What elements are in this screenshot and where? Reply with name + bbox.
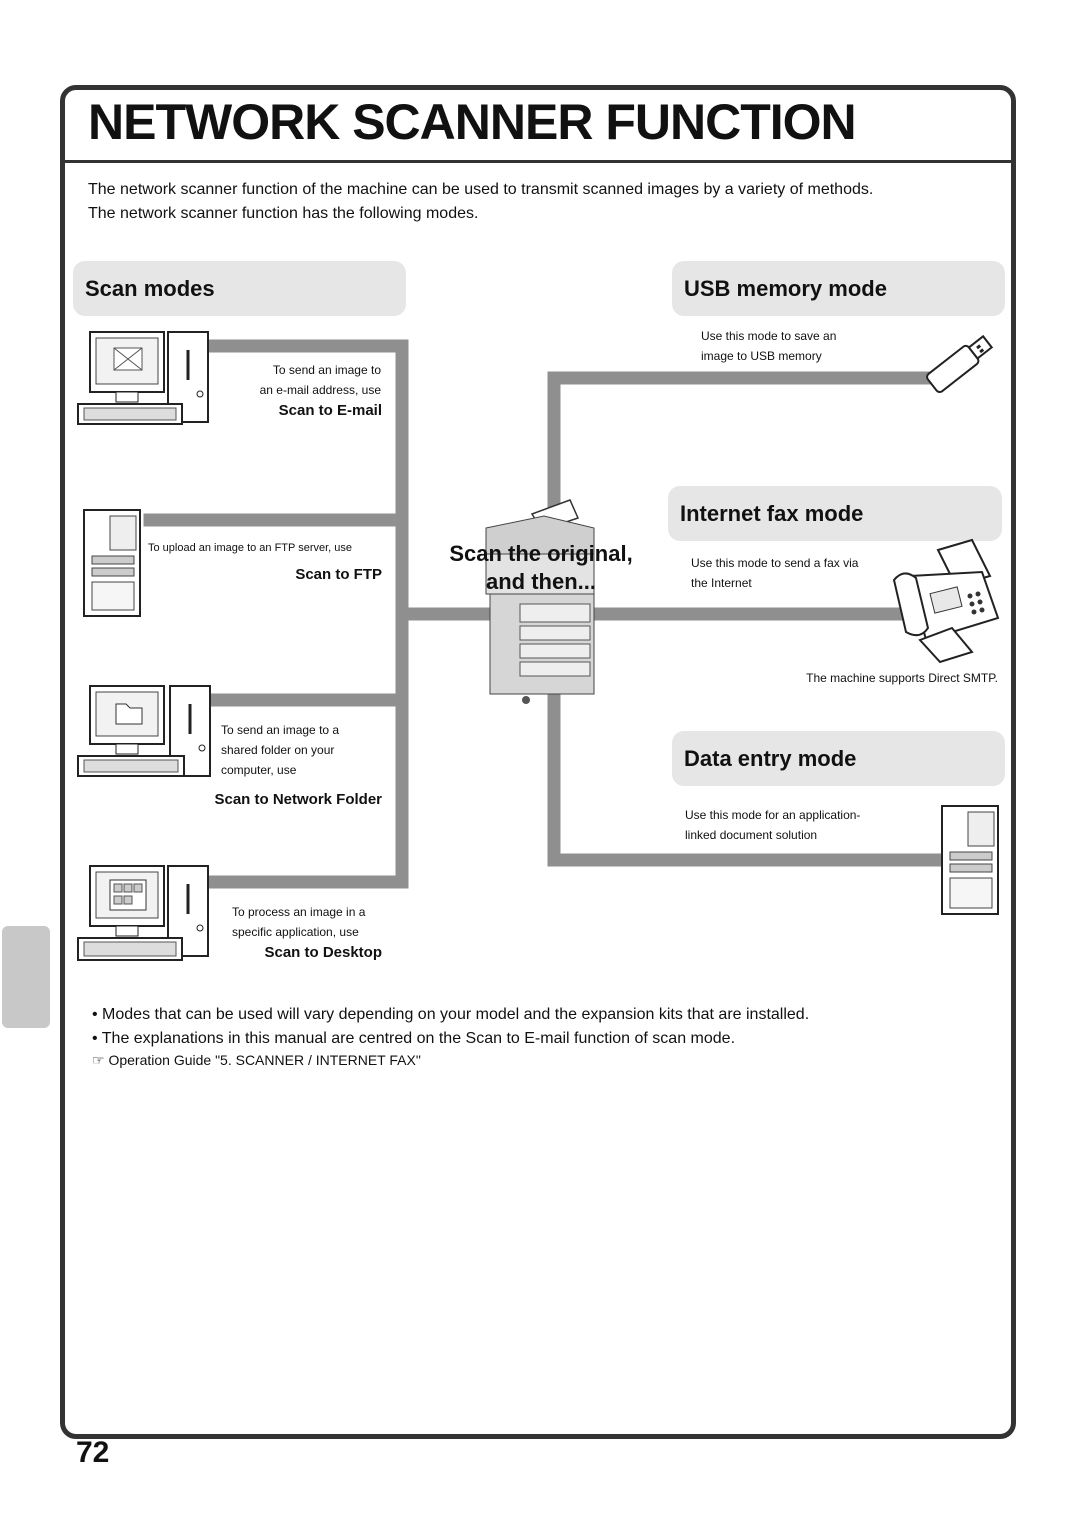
page-frame (60, 85, 1016, 1439)
folder-note-line-1: To send an image to a (221, 723, 340, 737)
folder-note-line-2: shared folder on your (221, 743, 335, 757)
scan-to-ftp-label: Scan to FTP (295, 566, 382, 583)
bullet-list: • Modes that can be used will vary depen… (92, 1003, 809, 1051)
reference-line: ☞ Operation Guide "5. SCANNER / INTERNET… (92, 1052, 421, 1069)
data-entry-mode-heading: Data entry mode (672, 731, 1005, 786)
scan-modes-heading: Scan modes (73, 261, 406, 316)
usb-note: Use this mode to save an image to USB me… (701, 326, 891, 366)
scan-to-email-label: Scan to E-mail (278, 402, 382, 419)
desktop-computer-icon (77, 865, 209, 961)
ftp-server-icon (83, 509, 141, 617)
data-entry-note-line-1: Use this mode for an application- (685, 808, 861, 822)
usb-memory-icon (926, 334, 994, 394)
email-note-line-2: an e-mail address, use (259, 383, 381, 397)
data-entry-note: Use this mode for an application- linked… (685, 805, 915, 845)
scan-to-network-folder-label: Scan to Network Folder (214, 791, 382, 808)
page-title: NETWORK SCANNER FUNCTION (88, 94, 857, 150)
email-note-line-1: To send an image to (272, 363, 381, 377)
bullet-text-2: The explanations in this manual are cent… (101, 1030, 736, 1047)
title-divider (62, 160, 1016, 163)
folder-note: To send an image to a shared folder on y… (221, 720, 391, 780)
data-server-icon (941, 805, 999, 915)
bullet-text-1: Modes that can be used will vary dependi… (102, 1006, 810, 1023)
ftp-note: To upload an image to an FTP server, use (148, 542, 353, 554)
center-caption-line-1: Scan the original, (449, 541, 633, 566)
usb-note-line-1: Use this mode to save an (701, 329, 837, 343)
desktop-note-line-2: specific application, use (232, 925, 359, 939)
usb-mode-heading: USB memory mode (672, 261, 1005, 316)
copier-machine-icon (485, 499, 595, 704)
reference-hand-icon: ☞ (92, 1052, 105, 1068)
intro-text: The network scanner function of the mach… (88, 178, 873, 226)
folder-computer-icon (77, 685, 211, 777)
data-entry-note-line-2: linked document solution (685, 828, 818, 842)
bullet-item-1: • Modes that can be used will vary depen… (92, 1006, 810, 1023)
fax-machine-icon (892, 538, 1000, 664)
bullet-item-2: • The explanations in this manual are ce… (92, 1030, 736, 1047)
reference-text: Operation Guide "5. SCANNER / INTERNET F… (108, 1052, 421, 1068)
email-computer-icon (77, 331, 209, 425)
smtp-note: The machine supports Direct SMTP. (806, 671, 998, 685)
chapter-side-tab (2, 926, 50, 1028)
folder-note-line-3: computer, use (221, 763, 297, 777)
email-note: To send an image to an e-mail address, u… (220, 360, 381, 400)
ifax-note-line-1: Use this mode to send a fax via (691, 556, 859, 570)
desktop-note-line-1: To process an image in a (232, 905, 366, 919)
center-caption-line-2: and then... (486, 569, 596, 594)
ifax-note-line-2: the Internet (691, 576, 752, 590)
intro-line-1: The network scanner function of the mach… (88, 181, 874, 198)
desktop-note: To process an image in a specific applic… (232, 902, 392, 942)
intro-line-2: The network scanner function has the fol… (88, 205, 479, 222)
ifax-note: Use this mode to send a fax via the Inte… (691, 553, 901, 593)
center-caption: Scan the original, and then... (436, 540, 646, 596)
ifax-mode-heading: Internet fax mode (668, 486, 1002, 541)
usb-note-line-2: image to USB memory (701, 349, 822, 363)
page-number: 72 (76, 1436, 110, 1469)
scan-to-desktop-label: Scan to Desktop (264, 944, 382, 961)
